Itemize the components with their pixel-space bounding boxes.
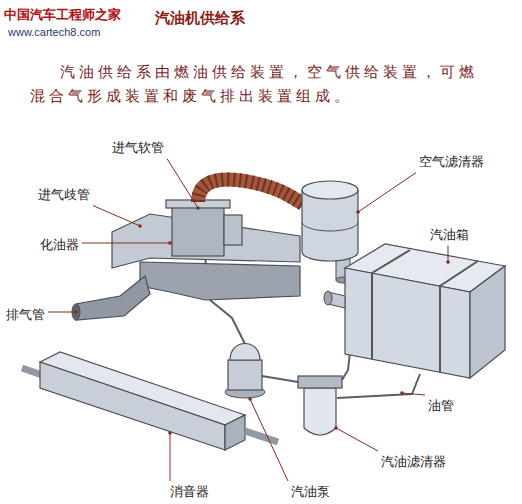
leader-line	[336, 428, 378, 451]
muffler-front	[40, 362, 225, 450]
leader-line	[402, 393, 425, 395]
diagram-title: 汽油机供给系	[155, 9, 245, 27]
muffler-inlet-pipe	[22, 368, 42, 375]
leader-line	[93, 206, 140, 226]
part-label: 空气滤清器	[419, 154, 484, 170]
part-label: 汽油泵	[291, 484, 330, 500]
pump-body	[228, 360, 262, 390]
part-label: 进气歧管	[38, 187, 90, 203]
leader-dot	[168, 241, 172, 245]
muffler-end	[225, 415, 245, 450]
exhaust-manifold	[140, 262, 300, 300]
leader-dot	[356, 210, 360, 214]
leader-line	[170, 433, 171, 481]
part-label: 化油器	[40, 237, 79, 253]
watermark-url: www.cartech8.com	[8, 26, 100, 39]
caption-text: 汽油供给系由燃油供给装置，空气供给装置，可燃 混合气形成装置和废气排出装置组成。	[30, 60, 488, 108]
part-label: 汽油滤清器	[381, 454, 446, 470]
air-filter-body	[302, 190, 358, 261]
tank-strap	[440, 261, 478, 372]
air-filter-band	[302, 222, 358, 231]
intake-hose	[198, 179, 303, 204]
tank-side	[470, 266, 505, 378]
leader-dot	[400, 391, 404, 395]
part-label: 消音器	[170, 484, 209, 500]
part-label: 汽油箱	[430, 227, 469, 243]
leader-dot	[168, 431, 172, 435]
part-label: 排气管	[6, 307, 45, 323]
part-label: 进气软管	[112, 140, 164, 156]
hose-ribs	[198, 179, 303, 204]
fuel-line	[337, 374, 420, 398]
part-label: 油管	[428, 398, 454, 414]
exhaust-pipe	[76, 276, 150, 320]
leader-dot	[196, 206, 200, 210]
leader-line	[448, 246, 449, 262]
carburetor-body	[172, 206, 224, 256]
leader-dot	[248, 397, 252, 401]
tank-front	[345, 268, 470, 378]
leader-dot	[446, 260, 450, 264]
watermark: 中国汽车工程师之家	[4, 7, 121, 23]
filter-bowl	[304, 388, 336, 435]
tail-pipe	[245, 431, 278, 442]
leader-line	[358, 173, 416, 212]
leader-dot	[138, 224, 142, 228]
fuel-line	[342, 352, 350, 380]
filter-cap	[298, 376, 342, 388]
leader-line	[167, 159, 198, 208]
air-filter-lid	[302, 181, 358, 199]
carburetor-linkage	[224, 215, 242, 245]
pump-dome	[230, 344, 260, 361]
leader-dot	[74, 310, 78, 314]
leader-line	[48, 312, 76, 313]
fuel-line	[262, 376, 298, 382]
leader-line	[250, 399, 288, 481]
filler-cap	[324, 291, 332, 305]
tank-strap	[372, 250, 410, 359]
leader-dot	[334, 426, 338, 430]
leader-line	[82, 243, 170, 244]
